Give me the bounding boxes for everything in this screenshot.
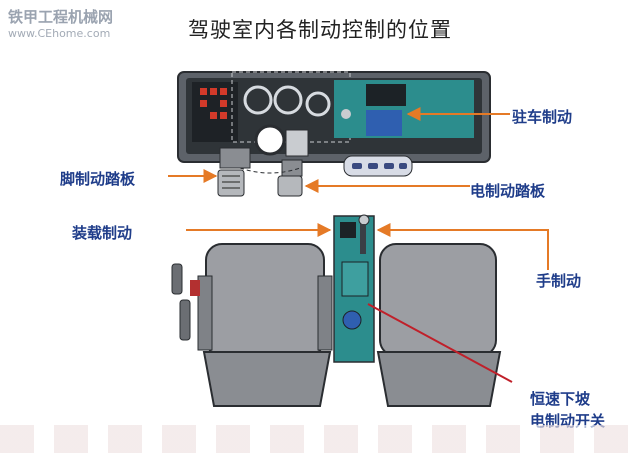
- watermark-site-name: 铁甲工程机械网: [8, 8, 114, 26]
- label-loading-brake: 装载制动: [72, 224, 133, 242]
- electric-brake-pedal: [277, 159, 303, 197]
- label-constant-speed-line1: 恒速下坡: [530, 390, 591, 408]
- loading-brake-lever: [171, 263, 200, 341]
- label-foot-brake-pedal: 脚制动踏板: [60, 170, 136, 188]
- left-seat: [197, 243, 333, 407]
- watermark-footer-strip: [0, 425, 640, 453]
- dashboard-panel: [177, 71, 491, 163]
- watermark-url: www.CEhome.com: [8, 27, 111, 40]
- leader-arrows: [168, 107, 549, 270]
- diagram-title: 驾驶室内各制动控制的位置: [188, 18, 452, 42]
- center-console: [333, 214, 375, 363]
- steering-column: [254, 124, 309, 157]
- right-seat: [376, 243, 502, 407]
- label-electric-brake-pedal: 电制动踏板: [470, 182, 546, 200]
- foot-brake-pedal: [217, 147, 251, 197]
- label-parking-brake: 驻车制动: [512, 108, 573, 126]
- label-hand-brake: 手制动: [536, 272, 582, 290]
- constant-speed-pointer: [367, 303, 513, 383]
